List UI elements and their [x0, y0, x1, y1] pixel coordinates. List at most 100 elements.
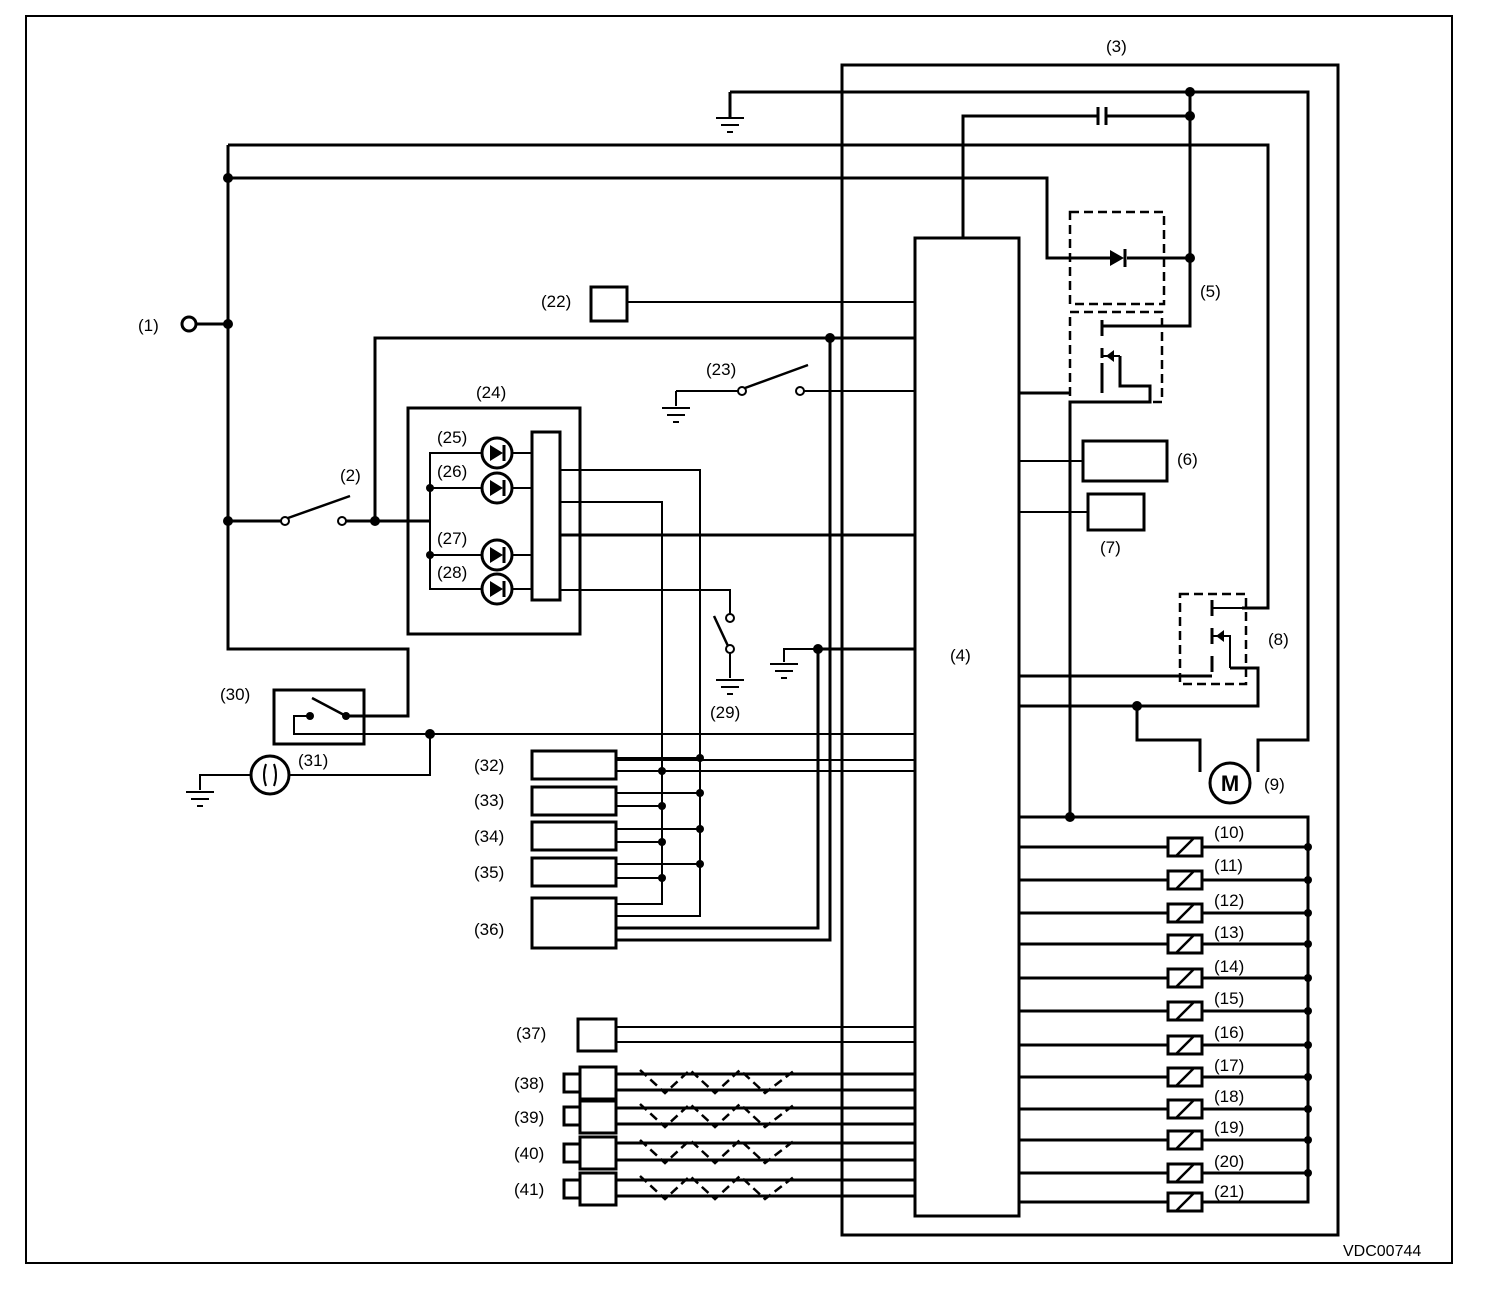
label-29: (29): [710, 703, 740, 722]
label-21: (21): [1214, 1182, 1244, 1201]
motor-relay-8: (8): [1178, 592, 1289, 686]
label-20: (20): [1214, 1152, 1244, 1171]
warning-lamp-27-icon: [480, 538, 514, 572]
pump-motor-9: M (9): [1208, 761, 1285, 805]
capacitor-icon: [1096, 107, 1108, 125]
label-25: (25): [437, 428, 467, 447]
ignition-switch-2: (2): [280, 466, 361, 526]
label-26: (26): [437, 462, 467, 481]
solenoid-valve-20: [1019, 1162, 1308, 1184]
solenoid-valve-11: [1019, 869, 1308, 891]
diode-dashed-box: [1068, 210, 1166, 306]
label-39: (39): [514, 1108, 544, 1127]
label-33: (33): [474, 791, 504, 810]
label-10: (10): [1214, 823, 1244, 842]
label-4: (4): [950, 646, 971, 665]
diagram-code: VDC00744: [1343, 1243, 1421, 1260]
motor-symbol: M: [1221, 771, 1239, 796]
solenoid-valve-19: [1019, 1129, 1308, 1151]
solenoid-valve-13: [1019, 933, 1308, 955]
label-11: (11): [1214, 856, 1243, 875]
label-12: (12): [1214, 891, 1244, 910]
label-22: (22): [541, 292, 571, 311]
wheel-speed-sensor-38: [562, 1065, 915, 1101]
solenoid-valve-14: [1019, 967, 1308, 989]
label-9: (9): [1264, 775, 1285, 794]
sensor-33: [530, 785, 618, 817]
label-41: (41): [514, 1180, 544, 1199]
label-27: (27): [437, 529, 467, 548]
terminal-1-icon: [180, 315, 198, 333]
sensor-35: [530, 856, 618, 888]
label-16: (16): [1214, 1023, 1244, 1042]
label-8: (8): [1268, 630, 1289, 649]
stop-light-switch-30: (30): [220, 685, 915, 746]
label-19: (19): [1214, 1118, 1244, 1137]
label-17: (17): [1214, 1056, 1244, 1075]
solenoid-valve-16: [1019, 1034, 1308, 1056]
wheel-speed-sensors: (38) (39) (40) (41): [514, 1065, 915, 1207]
motor-relay-dashed-box: [1178, 592, 1248, 686]
component-6: [1081, 439, 1169, 483]
wheel-speed-sensor-39: [562, 1099, 915, 1135]
switch-23: (23): [662, 360, 915, 423]
component-37: [576, 1017, 618, 1053]
label-15: (15): [1214, 989, 1244, 1008]
meter-box: [406, 406, 582, 636]
warning-lamp-28-icon: [480, 572, 514, 606]
solenoid-valve-21: [1019, 1191, 1204, 1213]
warning-lamp-25-icon: [480, 436, 514, 470]
solenoid-valve-18: [1019, 1098, 1308, 1120]
label-24: (24): [476, 383, 506, 402]
label-23: (23): [706, 360, 736, 379]
component-22: [589, 285, 629, 323]
sensor-36: [530, 896, 618, 950]
label-18: (18): [1214, 1087, 1244, 1106]
transistor-dashed-box: [1068, 310, 1164, 404]
label-36: (36): [474, 920, 504, 939]
control-module: [913, 236, 1021, 1218]
power-wiring: [196, 90, 1310, 1204]
diode-icon: [1110, 250, 1124, 266]
label-1: (1): [138, 316, 159, 335]
label-6: (6): [1177, 450, 1198, 469]
motor-icon: [1208, 761, 1252, 805]
label-13: (13): [1214, 923, 1244, 942]
lamp-icon: [249, 754, 291, 796]
switch-29: (29): [710, 613, 744, 722]
label-30: (30): [220, 685, 250, 704]
label-34: (34): [474, 827, 504, 846]
warning-lamp-26-icon: [480, 471, 514, 505]
label-40: (40): [514, 1144, 544, 1163]
label-5: (5): [1200, 282, 1221, 301]
label-2: (2): [340, 466, 361, 485]
sensor-32: [530, 749, 618, 781]
wheel-speed-sensor-41: [562, 1171, 915, 1207]
solenoid-valve-12: [1019, 902, 1308, 924]
stop-lamp-31: (31): [186, 734, 431, 807]
solenoid-valve-10: [1019, 836, 1308, 858]
label-32: (32): [474, 756, 504, 775]
wheel-speed-sensor-40: [562, 1135, 915, 1171]
ground-icon: [716, 117, 744, 133]
label-14: (14): [1214, 957, 1244, 976]
solenoid-valve-17: [1019, 1066, 1308, 1088]
label-38: (38): [514, 1074, 544, 1093]
relay-block-5: (5): [1068, 210, 1221, 404]
sensor-group: (32) (33) (34) (35) (36): [474, 749, 915, 950]
label-37: (37): [516, 1024, 546, 1043]
sensor-34: [530, 820, 618, 852]
outer-frame: [25, 15, 1453, 1264]
label-35: (35): [474, 863, 504, 882]
meter-ic: [530, 430, 562, 602]
combination-meter-24: (24) (25) (26) (27) (28): [406, 383, 582, 636]
label-7: (7): [1100, 538, 1121, 557]
component-7: [1086, 492, 1146, 532]
label-3: (3): [1106, 37, 1127, 56]
solenoid-valve-15: [1019, 1000, 1308, 1022]
switch-30-box: [272, 688, 366, 746]
label-31: (31): [298, 751, 328, 770]
label-28: (28): [437, 563, 467, 582]
